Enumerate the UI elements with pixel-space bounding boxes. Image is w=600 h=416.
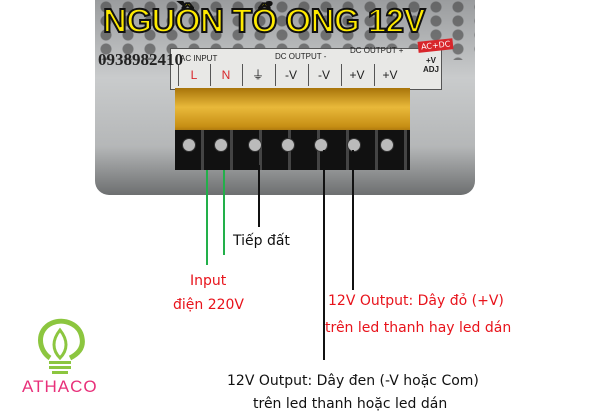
- input-wire-line-l: [206, 170, 208, 265]
- dc-output-minus-label: DC OUTPUT -: [275, 52, 327, 61]
- adj-label: +V ADJ: [422, 56, 439, 74]
- terminal-label-n: N: [210, 64, 241, 86]
- input-label: Input: [190, 273, 227, 289]
- ground-label: Tiếp đất: [233, 233, 290, 249]
- terminal-cover: [175, 88, 410, 136]
- screw-icon: [380, 138, 394, 152]
- page-title: NGUỒN TỔ ONG 12V: [102, 1, 427, 40]
- terminal-label-minus-v-2: -V: [308, 64, 339, 86]
- ground-pointer-line: [258, 165, 260, 227]
- brand-logo-text: ATHACO: [22, 377, 98, 396]
- terminal-label-minus-v-1: -V: [275, 64, 306, 86]
- negative-output-usage: trên led thanh hoặc led dán: [253, 396, 448, 412]
- terminal-label-plus-v-1: +V: [341, 64, 372, 86]
- dc-output-plus-label: DC OUTPUT +: [350, 46, 404, 55]
- phone-number: 0938982410: [98, 50, 183, 69]
- positive-output-usage: trên led thanh hay led dán: [325, 320, 512, 336]
- positive-pointer-line: [352, 150, 354, 290]
- negative-output-label: 12V Output: Dây đen (-V hoặc Com): [227, 373, 479, 389]
- screw-icon: [214, 138, 228, 152]
- input-voltage-label: điện 220V: [173, 297, 245, 313]
- terminal-label-l: L: [178, 64, 209, 86]
- terminal-label-ground: ⏚: [242, 64, 273, 86]
- screw-icon: [347, 138, 361, 152]
- screw-icon: [281, 138, 295, 152]
- screw-icon: [182, 138, 196, 152]
- positive-output-label: 12V Output: Dây đỏ (+V): [328, 293, 504, 309]
- screw-icon: [314, 138, 328, 152]
- negative-pointer-line: [323, 150, 325, 360]
- bulb-logo-icon: [38, 318, 85, 374]
- input-wire-line-n: [223, 170, 225, 255]
- ac-input-label: AC INPUT: [180, 54, 218, 63]
- screw-icon: [248, 138, 262, 152]
- terminal-label-plus-v-2: +V: [374, 64, 405, 86]
